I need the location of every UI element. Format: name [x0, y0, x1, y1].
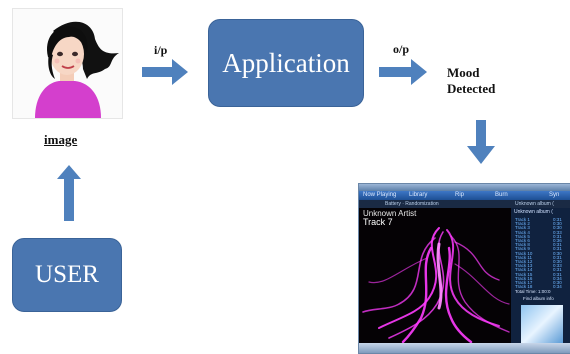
arrow-icon — [57, 165, 81, 221]
playlist-track-duration: 0:31 — [553, 267, 562, 273]
playlist-track[interactable]: Track 18 — [515, 284, 533, 290]
input-label: i/p — [154, 43, 168, 57]
arrow-icon — [379, 59, 427, 85]
application-box-label: Application — [222, 47, 350, 78]
tab-library: Library — [409, 192, 428, 198]
track-name: Track 7 — [363, 217, 393, 227]
playlist-track-duration: 0:34 — [553, 275, 562, 281]
playlist-track-duration: 0:33 — [553, 263, 562, 269]
playlist-track-duration: 0:31 — [553, 217, 562, 222]
playlist-track-duration: 0:30 — [553, 225, 562, 231]
toolbar-text: Battery · Randomization — [385, 201, 439, 207]
tab-sync: Syn — [549, 192, 560, 198]
playback-controls — [359, 343, 570, 353]
playlist-track[interactable]: Track 11 — [515, 254, 533, 260]
media-player-screenshot: Now Playing Library Rip Burn Syn Battery… — [358, 183, 570, 354]
output-label: o/p — [393, 42, 410, 56]
media-player-tabs: Now Playing Library Rip Burn Syn — [359, 191, 570, 200]
playlist-track-duration: 0:31 — [553, 271, 562, 277]
artist-name: Unknown Artist — [363, 209, 417, 218]
playlist-track-duration: 0:33 — [553, 229, 562, 235]
playlist-track[interactable]: Track 1 — [515, 217, 530, 222]
playlist-track[interactable]: Track 17 — [515, 280, 533, 285]
playlist-track[interactable]: Track 6 — [515, 238, 530, 243]
playlist-track[interactable]: Track 12 — [515, 259, 533, 264]
playlist-track[interactable]: Track 3 — [515, 225, 530, 231]
playlist-track[interactable]: Track 2 — [515, 221, 530, 227]
playlist-track-duration: 0:30 — [553, 250, 562, 256]
playlist-track-duration: 0:30 — [553, 221, 562, 227]
visualization-panel: Unknown Artist Track 7 — [359, 208, 511, 343]
playlist-track-duration: 0:30 — [553, 280, 562, 285]
tab-rip: Rip — [455, 192, 465, 198]
total-time: Total Time: 1:00:0 — [515, 289, 551, 294]
application-box: Application — [208, 19, 364, 107]
playlist-track[interactable]: Track 8 — [515, 242, 530, 248]
playlist-header: Unknown album ( — [514, 209, 553, 215]
arrow-icon — [467, 120, 495, 164]
playlist-track[interactable]: Track 5 — [515, 233, 530, 239]
user-box: USER — [12, 238, 122, 312]
playlist-track[interactable]: Track 14 — [515, 267, 533, 273]
woman-portrait-icon — [35, 21, 119, 118]
mood-label-line1: Mood — [447, 65, 480, 80]
user-image — [12, 8, 123, 119]
mood-detected-label: Mood Detected — [447, 65, 495, 97]
playlist-track[interactable]: Track 15 — [515, 271, 533, 277]
playlist-track[interactable]: Track 13 — [515, 263, 533, 269]
find-album-info-link[interactable]: Find album info — [523, 296, 554, 301]
playlist-track-duration: 0:34 — [553, 284, 562, 290]
playlist-track-duration: 0:31 — [553, 242, 562, 248]
playlist-track[interactable]: Track 16 — [515, 275, 533, 281]
image-label: image — [44, 132, 78, 147]
tab-burn: Burn — [495, 192, 508, 198]
media-player-toolbar: Battery · Randomization Unknown album ( — [359, 200, 570, 208]
visualization-graphic — [362, 227, 510, 343]
arrow-icon — [142, 59, 188, 85]
media-player-titlebar — [359, 184, 570, 191]
album-header: Unknown album ( — [515, 201, 554, 207]
tab-now-playing: Now Playing — [363, 192, 397, 198]
playlist-track[interactable]: Track 4 — [515, 229, 530, 235]
mood-label-line2: Detected — [447, 81, 496, 96]
playlist-track[interactable]: Track 10 — [515, 250, 533, 256]
album-art — [521, 305, 563, 343]
playlist-track-duration: 0:30 — [553, 259, 562, 264]
playlist-track-duration: 0:31 — [553, 254, 562, 260]
playlist-track-duration: 0:31 — [553, 246, 562, 252]
user-box-label: USER — [35, 261, 99, 288]
playlist-track[interactable]: Track 9 — [515, 246, 530, 252]
playlist-track-duration: 0:31 — [553, 233, 562, 239]
playlist-track-duration: 0:36 — [553, 238, 562, 243]
